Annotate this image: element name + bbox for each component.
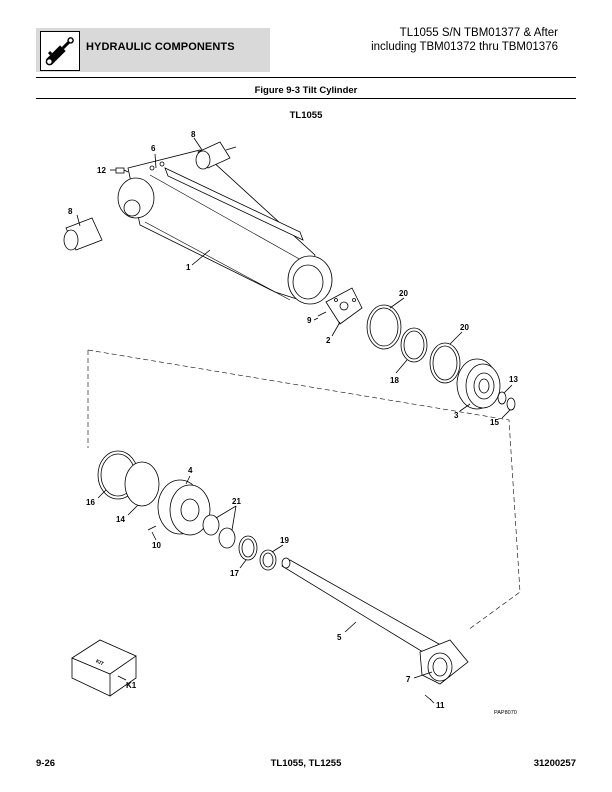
backup-ring-head [124,461,160,507]
section-header-box: HYDRAULIC COMPONENTS [36,28,270,72]
piston-plug [506,397,516,411]
grease-fitting [115,167,129,174]
callout-8-lower: 8 [68,207,73,216]
callout-12: 12 [97,166,106,175]
hydraulic-cylinder-icon [40,31,80,71]
model-serial-line-2: including TBM01372 thru TBM01376 [371,41,558,53]
figure-title: Figure 9-3 Tilt Cylinder [254,85,358,96]
section-title: HYDRAULIC COMPONENTS [86,41,235,53]
document-number: 31200257 [533,758,576,769]
callout-6: 6 [151,144,156,153]
callout-9: 9 [307,316,312,325]
callout-k1: K1 [126,681,137,690]
callout-8-upper: 8 [191,130,196,139]
rod-wiper [259,549,277,571]
cylinder-rod [281,557,469,685]
rod-seal-1 [202,514,220,536]
callout-16: 16 [86,498,95,507]
callout-17: 17 [230,569,239,578]
model-serial-line-1: TL1055 S/N TBM01377 & After [399,27,558,39]
header-divider [36,77,576,78]
callout-2: 2 [326,336,331,345]
rod-seal-2 [218,527,236,549]
cylinder-head [157,479,211,536]
piston [456,358,501,410]
bushing-upper [195,141,237,170]
callout-20-upper: 20 [399,289,408,298]
callout-1: 1 [186,263,191,272]
callout-5: 5 [337,633,342,642]
callout-11: 11 [436,701,445,710]
model-label: TL1055 [289,110,323,121]
callout-21: 21 [232,497,241,506]
page-number: 9-26 [36,758,56,769]
callout-14: 14 [116,515,125,524]
head-screw [147,525,157,531]
bushing-lower [63,217,103,251]
wear-ring [400,327,428,363]
figure-reference: PAP8070 [494,710,517,716]
callout-3: 3 [454,411,459,420]
backup-ring-2 [429,342,461,384]
callout-4: 4 [188,466,193,475]
figure-title-divider [36,98,576,99]
callout-10: 10 [152,541,161,550]
piston-seal [497,391,507,405]
backup-ring-1 [366,304,402,350]
assembly-guide-line [87,349,521,631]
callout-18: 18 [390,376,399,385]
kit-box-label: KIT [95,658,105,667]
cylinder-barrel [117,149,333,305]
model-serial-note: TL1055 S/N TBM01377 & After including TB… [298,26,558,54]
footer-models: TL1055, TL1255 [270,758,342,769]
callout-15: 15 [490,418,499,427]
callout-7: 7 [406,675,411,684]
seal-kit-box [71,639,137,697]
callout-20-lower: 20 [460,323,469,332]
callout-13: 13 [509,375,518,384]
callout-19: 19 [280,536,289,545]
screw [317,311,327,317]
flange-plate [325,287,363,325]
